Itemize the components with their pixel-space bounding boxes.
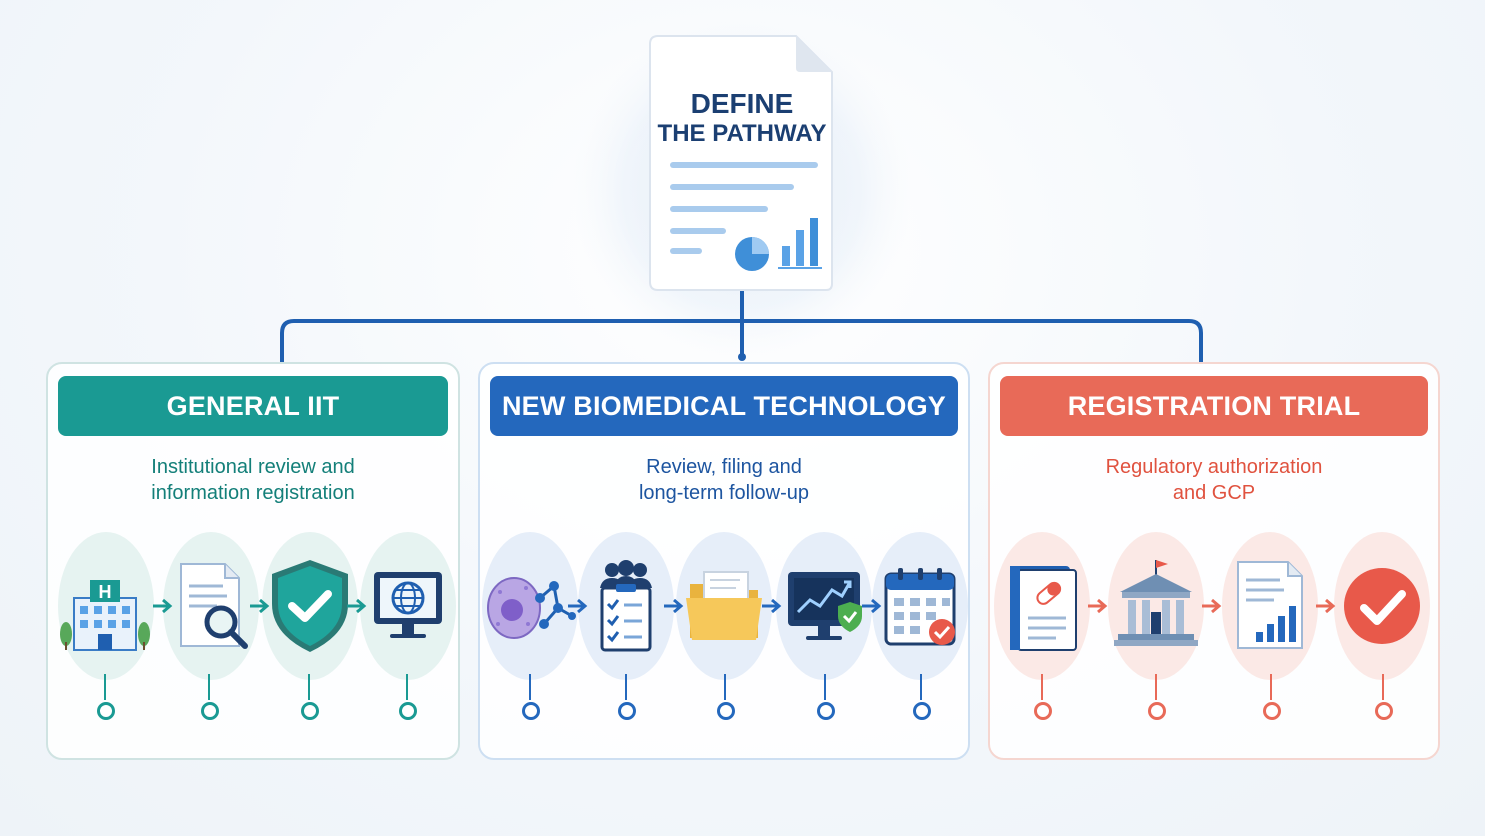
step-node — [913, 702, 931, 720]
arrow-right-icon — [762, 598, 782, 614]
panel-title-general-iit: GENERAL IIT — [58, 376, 448, 436]
shield-check-icon — [272, 560, 348, 652]
panel-general-iit: GENERAL IIT Institutional review and inf… — [46, 362, 460, 760]
monitor-chart-icon — [788, 572, 862, 640]
step-connector — [724, 674, 726, 700]
root-title-line1: DEFINE — [690, 88, 794, 119]
panel-title-registration-trial: REGISTRATION TRIAL — [1000, 376, 1428, 436]
step-node — [817, 702, 835, 720]
step-node — [717, 702, 735, 720]
step-connector — [1155, 674, 1157, 700]
desc-line-2: and GCP — [1172, 482, 1256, 504]
desc-line-1: Review, filing and — [646, 456, 802, 478]
step-node — [399, 702, 417, 720]
panel-desc-general-iit: Institutional review and information reg… — [48, 454, 458, 506]
step-connector — [1041, 674, 1043, 700]
arrow-right-icon — [664, 598, 684, 614]
step-connector — [308, 674, 310, 700]
monitor-globe-icon — [374, 572, 442, 638]
arrow-right-icon — [862, 598, 882, 614]
arrow-right-icon — [347, 598, 367, 614]
step-connector — [824, 674, 826, 700]
step-connector — [625, 674, 627, 700]
desc-line-1: Regulatory authorization — [1105, 456, 1323, 478]
arrow-right-icon — [250, 598, 270, 614]
team-checklist-icon — [600, 560, 652, 652]
step-node — [1375, 702, 1393, 720]
step-bg — [1108, 532, 1204, 680]
desc-line-2: long-term follow-up — [638, 482, 810, 504]
svg-text:H: H — [99, 582, 112, 602]
calendar-check-icon — [884, 568, 956, 646]
step-connector — [104, 674, 106, 700]
step-node — [522, 702, 540, 720]
arrow-right-icon — [1088, 598, 1108, 614]
document-icon — [649, 35, 833, 291]
step-node — [1263, 702, 1281, 720]
medicine-binder-icon — [1010, 566, 1077, 651]
step-connector — [529, 674, 531, 700]
step-node — [97, 702, 115, 720]
panel-title-new-biomedical-technology: NEW BIOMEDICAL TECHNOLOGY — [490, 376, 958, 436]
step-connector — [208, 674, 210, 700]
check-circle-icon — [1344, 568, 1420, 644]
step-node — [1034, 702, 1052, 720]
hospital-icon: H — [60, 580, 150, 651]
step-node — [618, 702, 636, 720]
step-node — [1148, 702, 1166, 720]
step-connector — [1382, 674, 1384, 700]
cell-molecule-icon — [487, 577, 576, 639]
panel-desc-new-biomedical-technology: Review, filing and long-term follow-up — [480, 454, 968, 506]
report-chart-icon — [1237, 561, 1303, 649]
root-title-line2: THE PATHWAY — [657, 120, 827, 147]
step-connector — [920, 674, 922, 700]
arrow-right-icon — [568, 598, 588, 614]
desc-line-2: information registration — [151, 482, 355, 504]
arrow-right-icon — [153, 598, 173, 614]
step-connector — [1270, 674, 1272, 700]
step-node — [201, 702, 219, 720]
folder-icon — [686, 571, 762, 640]
panel-desc-registration-trial: Regulatory authorization and GCP — [990, 454, 1438, 506]
arrow-right-icon — [1202, 598, 1222, 614]
document-search-icon — [180, 563, 248, 649]
government-building-icon — [1114, 560, 1198, 646]
step-connector — [406, 674, 408, 700]
step-node — [301, 702, 319, 720]
define-pathway-document — [648, 34, 834, 292]
desc-line-1: Institutional review and — [151, 456, 355, 478]
arrow-right-icon — [1316, 598, 1336, 614]
